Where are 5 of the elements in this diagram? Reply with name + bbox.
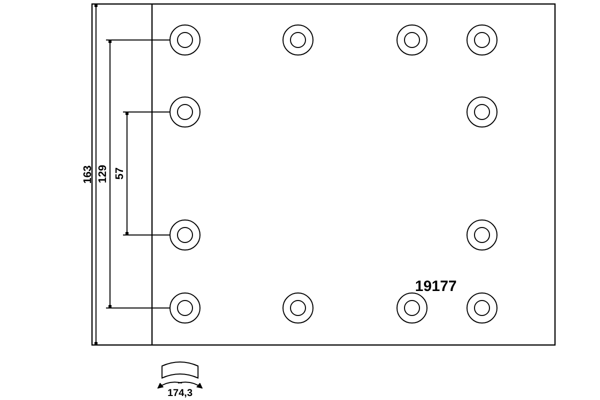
dimension-value: 174,3 xyxy=(167,388,193,399)
part-number: 19177 xyxy=(415,278,457,295)
dimension-value: 57 xyxy=(114,167,126,180)
dimension-value: 129 xyxy=(97,164,109,184)
dimension-value: 163 xyxy=(82,165,94,184)
